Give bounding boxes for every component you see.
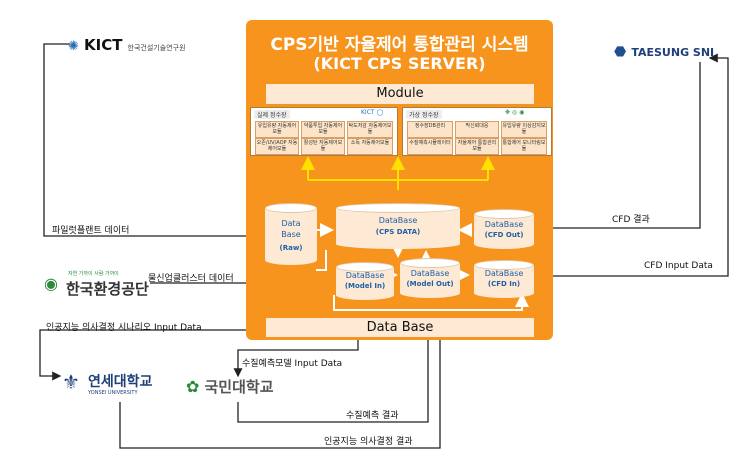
module-item: 수질예측시뮬레이터 — [407, 138, 453, 155]
db-model-out-sub: (Model Out) — [406, 280, 454, 288]
database-model-out: DataBase (Model Out) — [400, 258, 460, 298]
kict-swirl-icon: ✺ — [68, 39, 79, 54]
module-item: 약품투입 자동제어모듈 — [301, 121, 345, 138]
kookmin-emblem-icon: ✿ — [186, 377, 200, 396]
db-cfd-in-name: DataBase — [484, 269, 524, 278]
module-item: 탁도저감 자동제어모듈 — [347, 121, 393, 138]
keco-slogan: 자연 가까이 사람 가까이 — [68, 271, 119, 277]
label-cfd-input: CFD Input Data — [644, 261, 713, 271]
label-water-quality-result: 수질예측 결과 — [346, 411, 399, 421]
module-item: 막신뢰대응 — [455, 121, 499, 138]
db-cps-name: DataBase — [378, 216, 418, 225]
virtual-plant-panel: 가상 정수장 ✥ ◎ ◉ 정수장DB관리 막신뢰대응 유입유량 이상감지모듈 수… — [402, 107, 552, 156]
db-model-out-name: DataBase — [410, 269, 450, 278]
taesung-emblem-icon: ⬣ — [614, 44, 627, 60]
yonsei-name: 연세대학교 — [88, 374, 153, 390]
db-cps-sub: (CPS DATA) — [375, 228, 421, 236]
label-cfd-result: CFD 결과 — [612, 215, 650, 225]
real-plant-title: 실제 정수장 — [254, 110, 290, 119]
label-pilot-plant: 파일럿플랜트 데이터 — [52, 226, 130, 236]
db-cfd-out-sub: (CFD Out) — [484, 231, 524, 239]
real-plant-panel: 실제 정수장 KICT ◯ 유입유량 자동제어모듈 약품투입 자동제어모듈 탁도… — [250, 107, 398, 156]
database-raw: Data Base (Raw) — [265, 203, 317, 265]
module-item: 정수장DB관리 — [407, 121, 453, 138]
module-item: 활성탄 자동제어모듈 — [301, 138, 345, 155]
database-cps-data: DataBase (CPS DATA) — [336, 203, 460, 249]
label-ai-result: 인공지능 의사결정 결과 — [324, 437, 413, 447]
db-raw-line2: Base — [281, 230, 301, 239]
module-band: Module — [266, 84, 534, 104]
module-item: 오존/UV/AOP 자동제어모듈 — [255, 138, 299, 155]
yonsei-emblem-icon: ⚜ — [62, 370, 80, 394]
module-item: 유입유량 이상감지모듈 — [501, 121, 547, 138]
kict-full: 한국건설기술연구원 — [127, 44, 186, 52]
db-model-in-sub: (Model In) — [344, 282, 386, 290]
yonsei-english: YONSEI UNIVERSITY — [88, 390, 138, 396]
module-item: 유입유량 자동제어모듈 — [255, 121, 299, 138]
keco-name: 한국환경공단 — [66, 280, 149, 298]
database-cfd-out: DataBase (CFD Out) — [474, 209, 534, 249]
db-cfd-in-sub: (CFD In) — [487, 280, 521, 288]
module-item: 소독 자동제어모듈 — [347, 138, 393, 155]
kict-short: KICT — [84, 36, 123, 54]
kict-mini-logo: KICT ◯ — [361, 109, 384, 116]
flow-ai-result — [119, 292, 445, 449]
internal-arrows — [301, 156, 529, 311]
flow-water-quality-result — [237, 292, 433, 423]
kict-logo: ✺ KICT 한국건설기술연구원 — [68, 35, 186, 54]
system-subtitle: (KICT CPS SERVER) — [313, 54, 486, 73]
database-cfd-in: DataBase (CFD In) — [474, 260, 534, 298]
partner-mini-logos: ✥ ◎ ◉ — [505, 109, 525, 116]
keco-emblem-icon: ◉ — [44, 274, 58, 293]
db-model-in-name: DataBase — [345, 271, 385, 280]
label-ai-scenario: 인공지능 의사결정 시나리오 Input Data — [46, 323, 202, 333]
db-raw-line3: (Raw) — [279, 244, 303, 252]
kookmin-name: 국민대학교 — [204, 378, 274, 396]
db-cfd-out-name: DataBase — [484, 220, 524, 229]
taesung-name: TAESUNG SNI — [631, 46, 715, 59]
db-raw-line1: Data — [281, 219, 301, 228]
label-particle-counter: 물신업클러스터 데이터 — [148, 274, 234, 284]
flow-cfd-input — [535, 53, 729, 277]
flow-pilot-plant — [43, 43, 270, 241]
database-model-in: DataBase (Model In) — [336, 262, 394, 300]
virtual-plant-title: 가상 정수장 — [406, 110, 442, 119]
database-band: Data Base — [266, 318, 534, 337]
label-water-quality-input: 수질예측모델 Input Data — [242, 359, 343, 369]
module-item: 통합제어 모니터링모듈 — [501, 138, 547, 155]
system-title: CPS기반 자율제어 통합관리 시스템 — [270, 35, 529, 55]
flow-cfd-result — [536, 62, 701, 233]
kookmin-logo: ✿ 국민대학교 — [186, 376, 274, 397]
module-item: 자율제어 통합관리모듈 — [455, 138, 499, 155]
taesung-logo: ⬣ TAESUNG SNI — [614, 41, 714, 60]
